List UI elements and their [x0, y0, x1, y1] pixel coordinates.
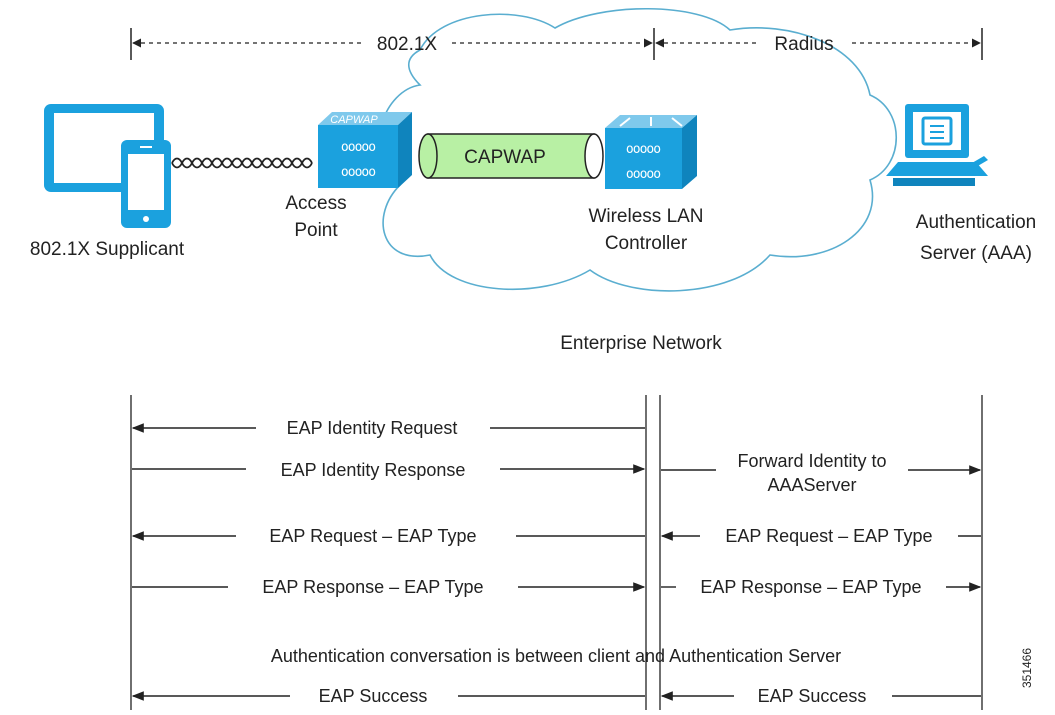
- aaa-label-line1: Authentication: [916, 212, 1036, 233]
- msg-eap-success-left: EAP Success: [131, 686, 645, 706]
- msg-eap-identity-response: EAP Identity Response: [132, 460, 646, 480]
- wireless-link-strand: [171, 157, 313, 169]
- eap-request-right-label: EAP Request – EAP Type: [725, 526, 932, 546]
- controller-label-line2: Controller: [605, 233, 688, 254]
- svg-text:ooooo: ooooo: [626, 142, 660, 157]
- eap-request-left-label: EAP Request – EAP Type: [269, 526, 476, 546]
- msg-eap-response-left: EAP Response – EAP Type: [132, 577, 646, 597]
- span-8021x: 802.1X: [132, 34, 653, 55]
- authentication-conversation-note: Authentication conversation is between c…: [271, 646, 841, 666]
- capwap-tunnel: CAPWAP: [418, 133, 604, 179]
- supplicant-label: 802.1X Supplicant: [30, 239, 185, 260]
- svg-text:ooooo: ooooo: [341, 165, 375, 180]
- span-radius: Radius: [655, 34, 981, 55]
- eap-success-right-label: EAP Success: [758, 686, 867, 706]
- msg-eap-identity-request: EAP Identity Request: [131, 418, 645, 438]
- eap-response-left-label: EAP Response – EAP Type: [262, 577, 483, 597]
- capwap-tunnel-label: CAPWAP: [464, 147, 546, 168]
- svg-text:ooooo: ooooo: [626, 167, 660, 182]
- phone-icon: [121, 140, 171, 228]
- span-markers: [130, 28, 983, 60]
- span-radius-label: Radius: [774, 34, 833, 55]
- access-point-label-line1: Access: [285, 193, 346, 214]
- access-point-label-line2: Point: [294, 220, 338, 241]
- aaa-label-line2: Server (AAA): [920, 243, 1032, 264]
- msg-forward-identity: Forward Identity to AAAServer: [661, 451, 982, 495]
- lifelines: [130, 395, 983, 710]
- msg-eap-request-right: EAP Request – EAP Type: [660, 526, 981, 546]
- figure-id: 351466: [1020, 648, 1034, 688]
- cloud-label: Enterprise Network: [560, 333, 722, 354]
- controller-icon: ooooo ooooo: [605, 115, 697, 189]
- controller-label-line1: Wireless LAN: [588, 206, 703, 227]
- svg-text:ooooo: ooooo: [341, 140, 375, 155]
- eap-response-right-label: EAP Response – EAP Type: [700, 577, 921, 597]
- eap-success-left-label: EAP Success: [319, 686, 428, 706]
- msg-eap-success-right: EAP Success: [660, 686, 981, 706]
- server-computer-icon: [886, 104, 988, 186]
- eap-identity-request-label: EAP Identity Request: [287, 418, 458, 438]
- span-8021x-label: 802.1X: [377, 34, 438, 55]
- access-point-icon: CAPWAP ooooo ooooo: [318, 112, 412, 188]
- msg-eap-response-right: EAP Response – EAP Type: [661, 577, 982, 597]
- eap-identity-response-label: EAP Identity Response: [281, 460, 466, 480]
- msg-eap-request-left: EAP Request – EAP Type: [131, 526, 645, 546]
- forward-identity-label-line2: AAAServer: [767, 475, 856, 495]
- forward-identity-label-line1: Forward Identity to: [737, 451, 886, 471]
- ap-badge-label: CAPWAP: [330, 114, 378, 126]
